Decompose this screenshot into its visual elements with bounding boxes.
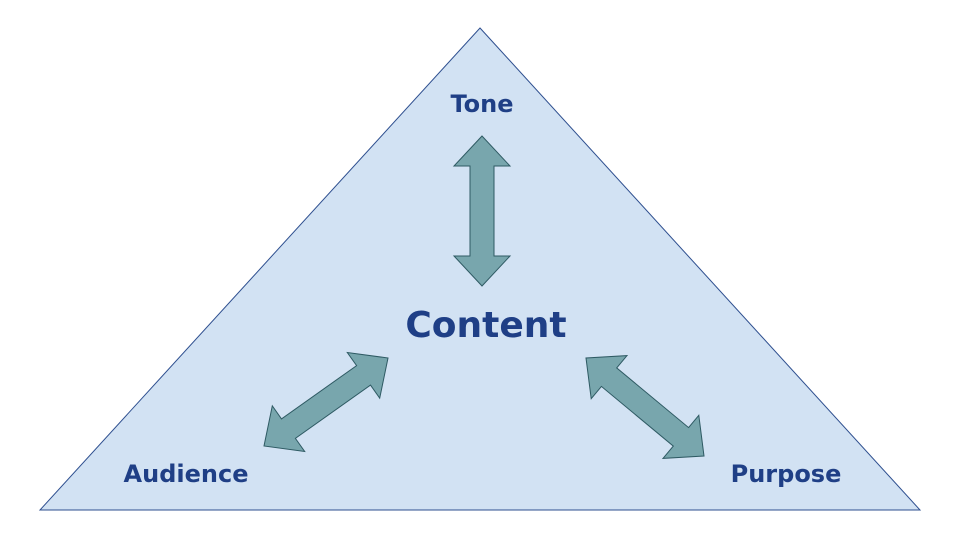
purpose-arrow bbox=[585, 355, 705, 459]
purpose-label: Purpose bbox=[730, 460, 842, 488]
audience-label: Audience bbox=[123, 460, 249, 488]
tone-label: Tone bbox=[450, 90, 514, 118]
audience-arrow bbox=[263, 351, 389, 453]
content-label: Content bbox=[405, 305, 567, 346]
tone-arrow bbox=[452, 135, 512, 287]
